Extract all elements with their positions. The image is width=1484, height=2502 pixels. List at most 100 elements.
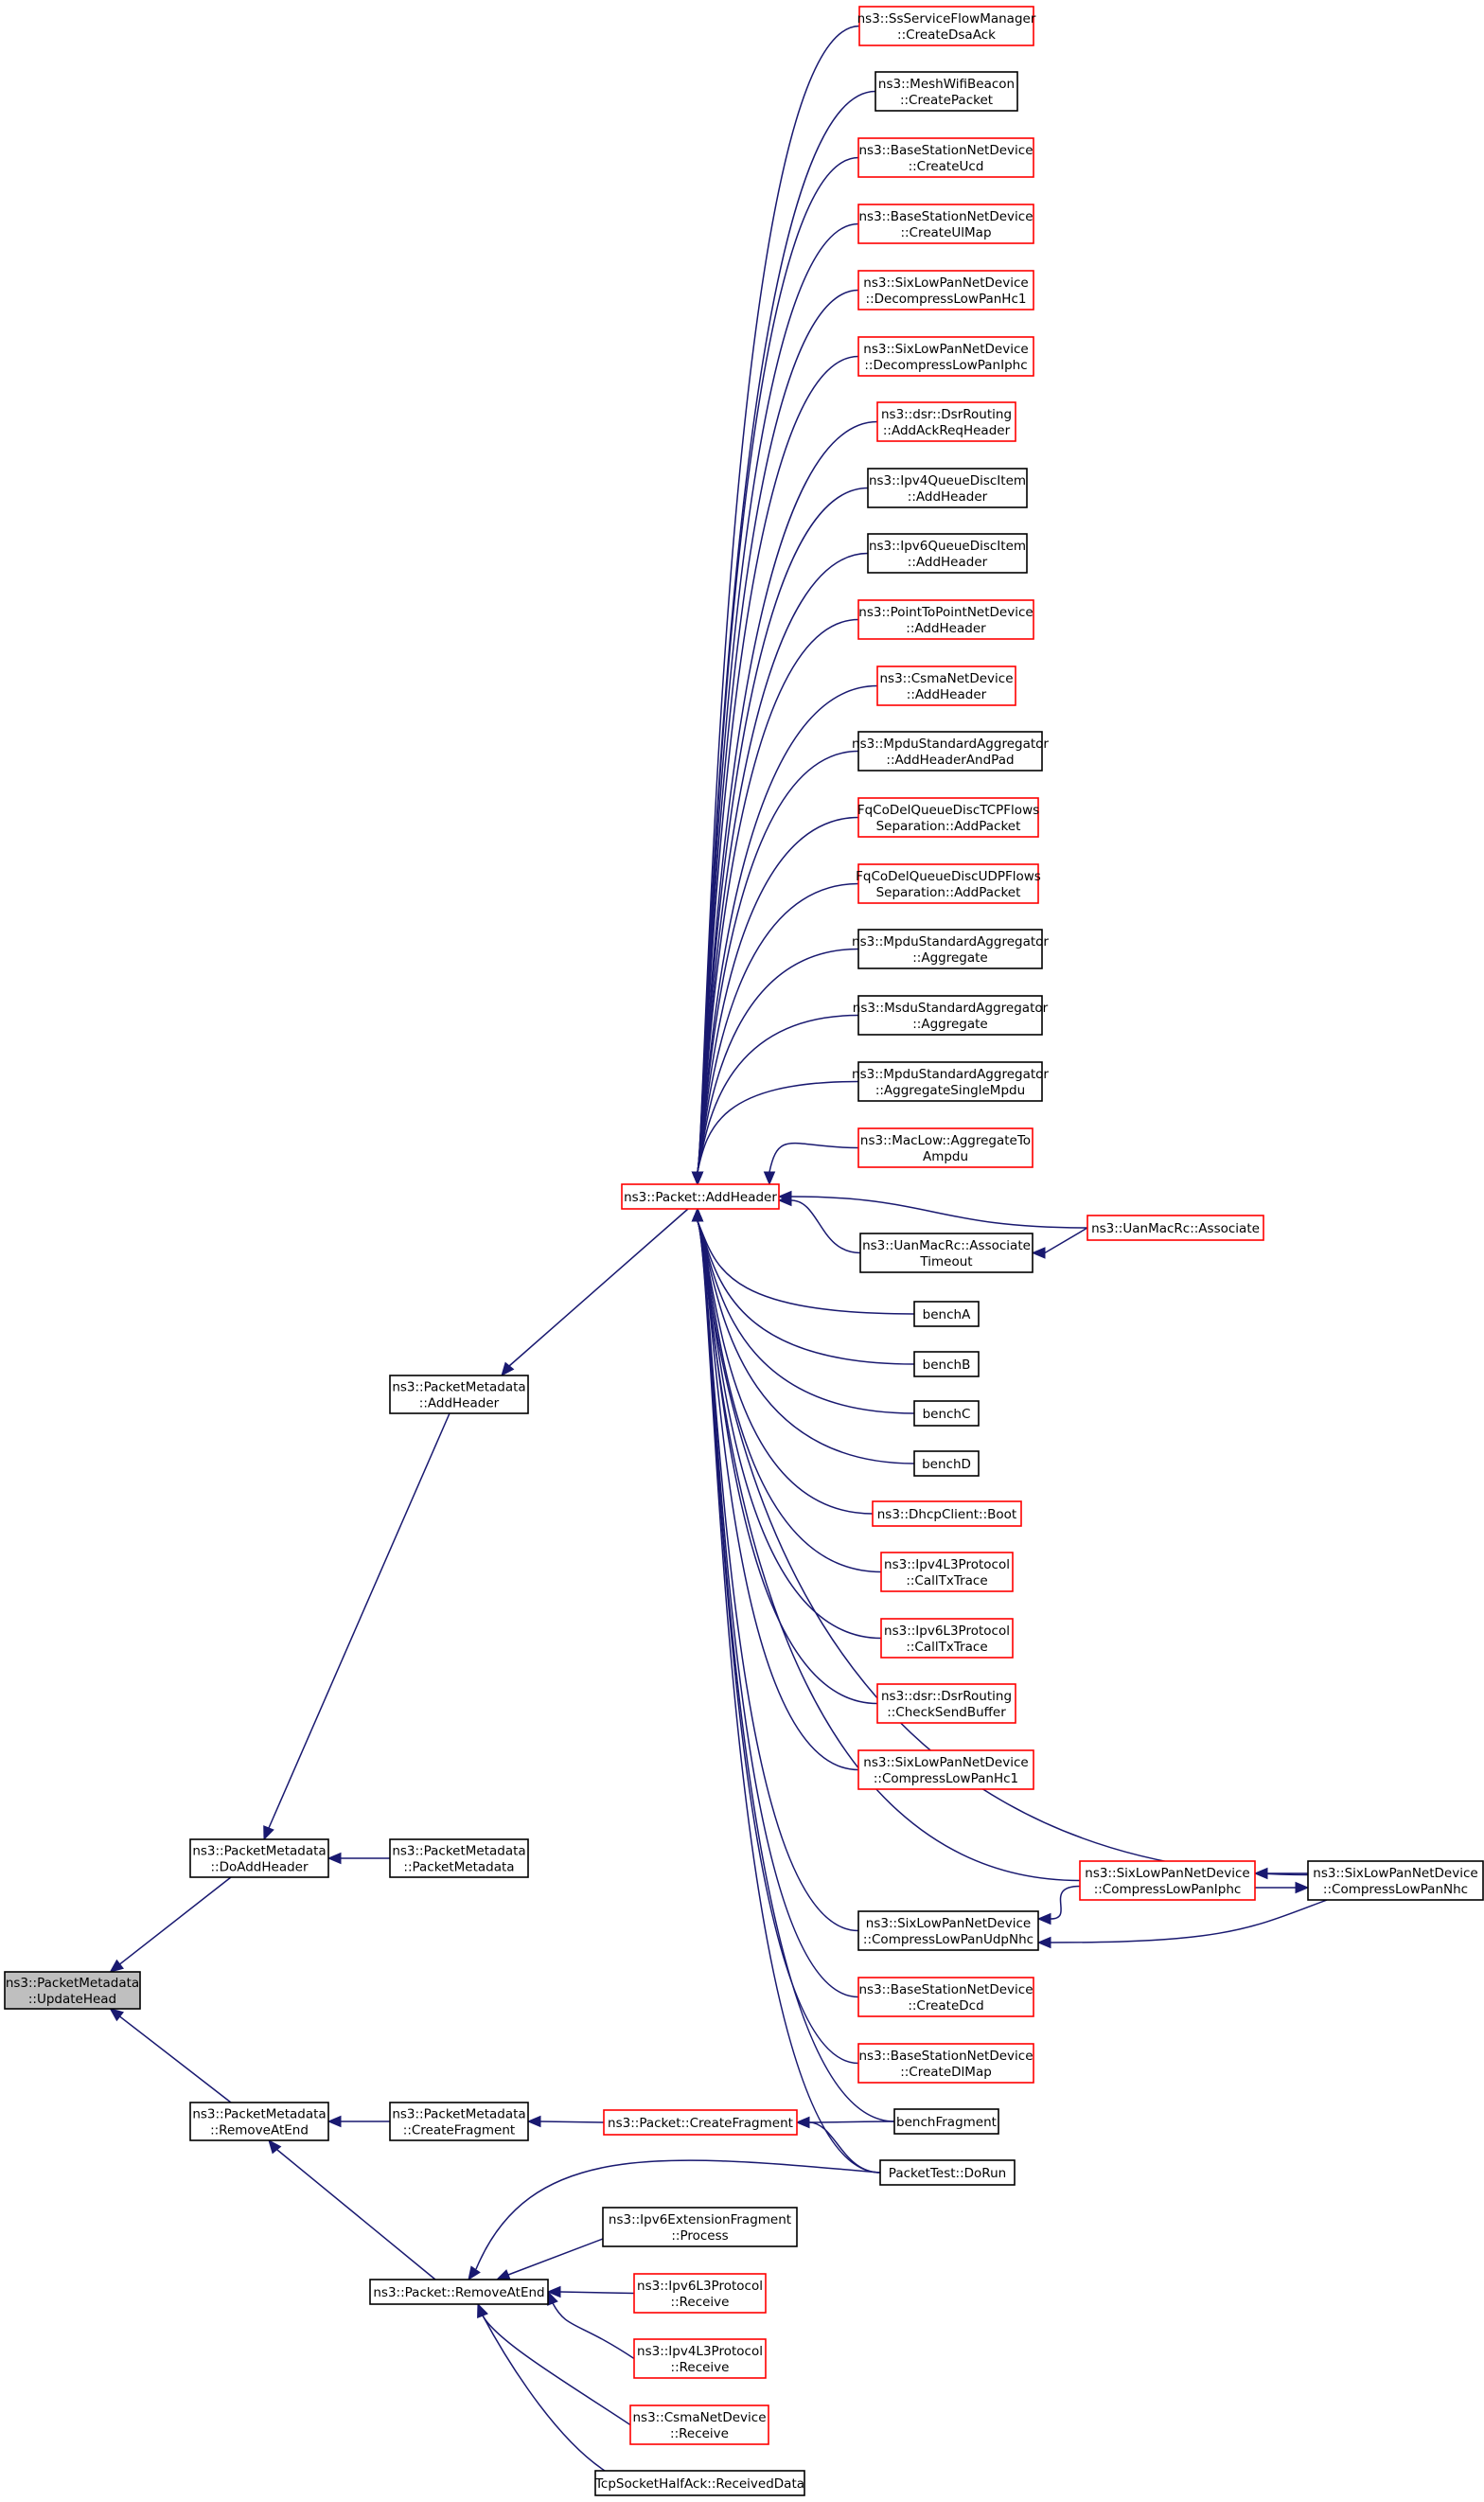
function-node-slp-comp-iphc[interactable]: ns3::SixLowPanNetDevice::CompressLowPanI… [1079, 1860, 1256, 1901]
node-label: ns3::DhcpClient::Boot [877, 1507, 1016, 1522]
function-node-uan-associate[interactable]: ns3::UanMacRc::Associate [1086, 1215, 1264, 1241]
function-node-slp-decomp-iphc[interactable]: ns3::SixLowPanNetDevice::DecompressLowPa… [857, 336, 1034, 377]
function-node-bench-c[interactable]: benchC [913, 1400, 980, 1427]
call-edge-slp-comp-iphc-to-slp-comp-udp-nhc [1036, 1885, 1081, 1925]
function-node-ipv4-call-tx-trace[interactable]: ns3::Ipv4L3Protocol::CallTxTrace [880, 1552, 1014, 1592]
arrowhead-icon [263, 1825, 274, 1841]
function-node-packet-test-do-run[interactable]: PacketTest::DoRun [879, 2159, 1016, 2186]
function-node-update-head[interactable]: ns3::PacketMetadata::UpdateHead [4, 1971, 141, 2010]
function-node-csma-receive[interactable]: ns3::CsmaNetDevice::Receive [629, 2404, 769, 2445]
function-node-dhcp-boot[interactable]: ns3::DhcpClient::Boot [872, 1500, 1022, 1527]
function-node-bs-create-dlmap[interactable]: ns3::BaseStationNetDevice::CreateDlMap [857, 2043, 1034, 2084]
function-node-bench-a[interactable]: benchA [913, 1301, 980, 1327]
function-node-ipv4-receive[interactable]: ns3::Ipv4L3Protocol::Receive [633, 2338, 767, 2379]
call-edge-slp-comp-nhc-to-slp-comp-udp-nhc [1036, 1899, 1328, 1949]
function-node-ipv6-ext-frag-process[interactable]: ns3::Ipv6ExtensionFragment::Process [602, 2207, 798, 2247]
function-node-fq-udp-add-packet[interactable]: FqCoDelQueueDiscUDPFlowsSeparation::AddP… [856, 863, 1041, 904]
function-node-pm-create-fragment[interactable]: ns3::PacketMetadata::CreateFragment [389, 2102, 529, 2141]
node-box [859, 1233, 1034, 1273]
function-node-dsr-check-send-buffer[interactable]: ns3::dsr::DsrRouting::CheckSendBuffer [876, 1683, 1016, 1724]
node-label: ::AddAckReqHeader [883, 423, 1011, 438]
node-label: ns3::MsduStandardAggregator [853, 1001, 1049, 1016]
function-node-packet-create-fragment[interactable]: ns3::Packet::CreateFragment [603, 2109, 798, 2136]
function-node-packet-add-header[interactable]: ns3::Packet::AddHeader [621, 1183, 780, 1210]
function-node-remove-at-end-pm[interactable]: ns3::PacketMetadata::RemoveAtEnd [189, 2102, 329, 2141]
edge-line [697, 156, 859, 1173]
function-node-csma-add-header[interactable]: ns3::CsmaNetDevice::AddHeader [876, 665, 1016, 706]
node-label: ns3::Ipv4L3Protocol [884, 1557, 1010, 1572]
function-node-mpdu-aggregate[interactable]: ns3::MpduStandardAggregator::Aggregate [852, 929, 1049, 969]
function-node-mpdu-add-header-pad[interactable]: ns3::MpduStandardAggregator::AddHeaderAn… [852, 731, 1049, 772]
node-label: ::CreateUlMap [900, 225, 991, 240]
call-graph-edges [109, 25, 1328, 2472]
edge-line [276, 2149, 436, 2280]
function-node-fq-tcp-add-packet[interactable]: FqCoDelQueueDiscTCPFlowsSeparation::AddP… [857, 797, 1039, 838]
function-node-msdu-aggregate[interactable]: ns3::MsduStandardAggregator::Aggregate [853, 995, 1049, 1036]
node-label: ns3::Ipv6L3Protocol [637, 2279, 763, 2294]
node-label: ns3::Packet::CreateFragment [608, 2116, 793, 2131]
edge-line [482, 2315, 606, 2472]
node-label: benchD [922, 1457, 971, 1472]
call-edge-remove-at-end-pm-to-update-head [109, 2008, 232, 2103]
node-box [867, 468, 1028, 508]
edge-line [697, 355, 859, 1173]
node-label: ns3::PacketMetadata [392, 1380, 525, 1395]
function-node-ipv6-receive[interactable]: ns3::Ipv6L3Protocol::Receive [633, 2273, 767, 2314]
function-node-mpdu-aggregate-single[interactable]: ns3::MpduStandardAggregator::AggregateSi… [852, 1061, 1049, 1102]
node-label: Ampdu [923, 1149, 968, 1164]
function-node-bs-create-dcd[interactable]: ns3::BaseStationNetDevice::CreateDcd [857, 1977, 1034, 2017]
node-label: ::CreateDlMap [900, 2065, 992, 2080]
node-box [876, 1683, 1016, 1724]
function-node-pm-add-header[interactable]: ns3::PacketMetadata::AddHeader [389, 1375, 529, 1414]
function-node-bs-create-ucd[interactable]: ns3::BaseStationNetDevice::CreateUcd [857, 137, 1034, 178]
call-edge-ipv4-receive-to-packet-remove-at-end [547, 2290, 635, 2360]
function-node-ipv6-qdisc-add-header[interactable]: ns3::Ipv6QueueDiscItem::AddHeader [867, 533, 1028, 574]
function-node-slp-comp-hc1[interactable]: ns3::SixLowPanNetDevice::CompressLowPanH… [857, 1749, 1034, 1790]
node-box [872, 1500, 1022, 1527]
node-label: ns3::Ipv6ExtensionFragment [609, 2212, 791, 2227]
function-node-do-add-header[interactable]: ns3::PacketMetadata::DoAddHeader [189, 1838, 329, 1878]
node-label: ::PacketMetadata [403, 1860, 514, 1875]
function-node-dsr-add-ack-req[interactable]: ns3::dsr::DsrRouting::AddAckReqHeader [876, 401, 1016, 442]
node-label: ns3::Packet::AddHeader [624, 1190, 777, 1205]
node-label: ns3::SixLowPanNetDevice [863, 1755, 1028, 1770]
call-edge-slp-decomp-hc1-to-packet-add-header [691, 289, 859, 1186]
function-node-bs-create-ulmap[interactable]: ns3::BaseStationNetDevice::CreateUlMap [857, 204, 1034, 244]
function-node-slp-comp-nhc[interactable]: ns3::SixLowPanNetDevice::CompressLowPanN… [1307, 1860, 1484, 1901]
function-node-ipv6-call-tx-trace[interactable]: ns3::Ipv6L3Protocol::CallTxTrace [880, 1618, 1014, 1659]
arrowhead-icon [526, 2115, 541, 2128]
function-node-mesh-create-packet[interactable]: ns3::MeshWifiBeacon::CreatePacket [874, 71, 1018, 112]
node-label: ::DoAddHeader [210, 1860, 308, 1875]
call-edge-pm-add-header-to-do-add-header [263, 1412, 450, 1841]
arrowhead-icon [477, 2302, 488, 2318]
function-node-packet-remove-at-end[interactable]: ns3::Packet::RemoveAtEnd [369, 2279, 549, 2305]
function-node-bench-d[interactable]: benchD [913, 1450, 980, 1477]
node-box [913, 1301, 980, 1327]
call-edge-packet-create-fragment-to-pm-create-fragment [526, 2115, 605, 2128]
node-label: ns3::MeshWifiBeacon [878, 77, 1015, 92]
node-box [876, 665, 1016, 706]
function-node-slp-decomp-hc1[interactable]: ns3::SixLowPanNetDevice::DecompressLowPa… [857, 270, 1034, 311]
function-node-p2p-add-header[interactable]: ns3::PointToPointNetDevice::AddHeader [857, 599, 1034, 640]
node-box [369, 2279, 549, 2305]
node-box [913, 1450, 980, 1477]
function-node-pm-packet-metadata[interactable]: ns3::PacketMetadata::PacketMetadata [389, 1838, 529, 1878]
edge-line [697, 487, 869, 1173]
function-node-slp-comp-udp-nhc[interactable]: ns3::SixLowPanNetDevice::CompressLowPanU… [857, 1910, 1039, 1951]
node-label: ::CreateUcd [909, 159, 984, 174]
arrowhead-icon [795, 2116, 810, 2129]
node-label: ns3::MpduStandardAggregator [852, 934, 1049, 949]
function-node-tcp-half-ack-received[interactable]: TcpSocketHalfAck::ReceivedData [594, 2470, 805, 2496]
node-box [874, 71, 1018, 112]
node-box [389, 1375, 529, 1414]
node-label: ::Receive [670, 2426, 729, 2441]
function-node-create-dsa-ack[interactable]: ns3::SsServiceFlowManager::CreateDsaAck [857, 6, 1036, 46]
function-node-bench-b[interactable]: benchB [913, 1351, 980, 1377]
function-node-bench-fragment[interactable]: benchFragment [893, 2108, 999, 2135]
node-box [621, 1183, 780, 1210]
node-label: ns3::dsr::DsrRouting [881, 1689, 1012, 1704]
function-node-ipv4-qdisc-add-header[interactable]: ns3::Ipv4QueueDiscItem::AddHeader [867, 468, 1028, 508]
